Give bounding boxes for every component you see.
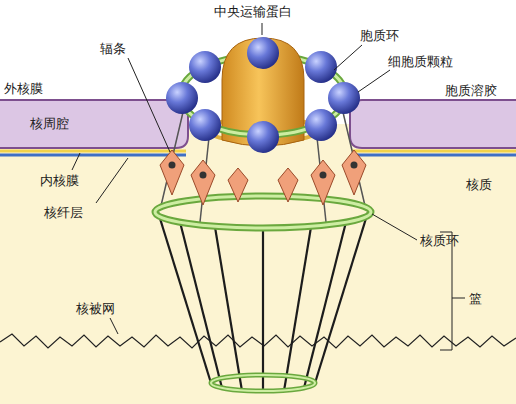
part-label: 核纤层 xyxy=(44,204,83,221)
spokes xyxy=(160,150,366,205)
inner-membrane-edge xyxy=(0,150,186,153)
frame-posts xyxy=(160,108,366,222)
network-zigzag xyxy=(0,334,516,348)
part-label: 核质 xyxy=(466,176,492,193)
part-label: 胞质溶胶 xyxy=(445,82,497,99)
lamina-line xyxy=(352,154,516,157)
part-label: 细胞质颗粒 xyxy=(388,53,453,70)
part-label: 内核膜 xyxy=(40,172,79,189)
part-label: 核周腔 xyxy=(30,115,69,132)
inner-membrane-edge xyxy=(352,150,516,153)
cyto-particles-front xyxy=(166,82,360,153)
nucleoplasm-ground xyxy=(0,124,516,404)
basket xyxy=(158,212,368,391)
leader-lines xyxy=(72,23,465,350)
membrane-left xyxy=(0,100,188,148)
part-label: 胞质环 xyxy=(360,27,399,44)
part-label: 中央运输蛋白 xyxy=(214,3,292,20)
cyto-particle xyxy=(247,37,279,69)
part-label: 辐条 xyxy=(100,40,126,57)
nuclear-ring xyxy=(155,196,371,228)
lamina-line xyxy=(0,154,186,157)
part-label: 外核膜 xyxy=(4,80,43,97)
spoke-joints xyxy=(169,162,358,179)
part-label: 核质环 xyxy=(420,232,459,249)
part-label: 核被网 xyxy=(76,300,115,317)
nuclear-ring xyxy=(155,196,371,228)
part-label: 篮 xyxy=(469,290,482,307)
membrane-right xyxy=(350,100,516,148)
basket-ring xyxy=(211,375,315,391)
basket-ring xyxy=(211,375,315,391)
